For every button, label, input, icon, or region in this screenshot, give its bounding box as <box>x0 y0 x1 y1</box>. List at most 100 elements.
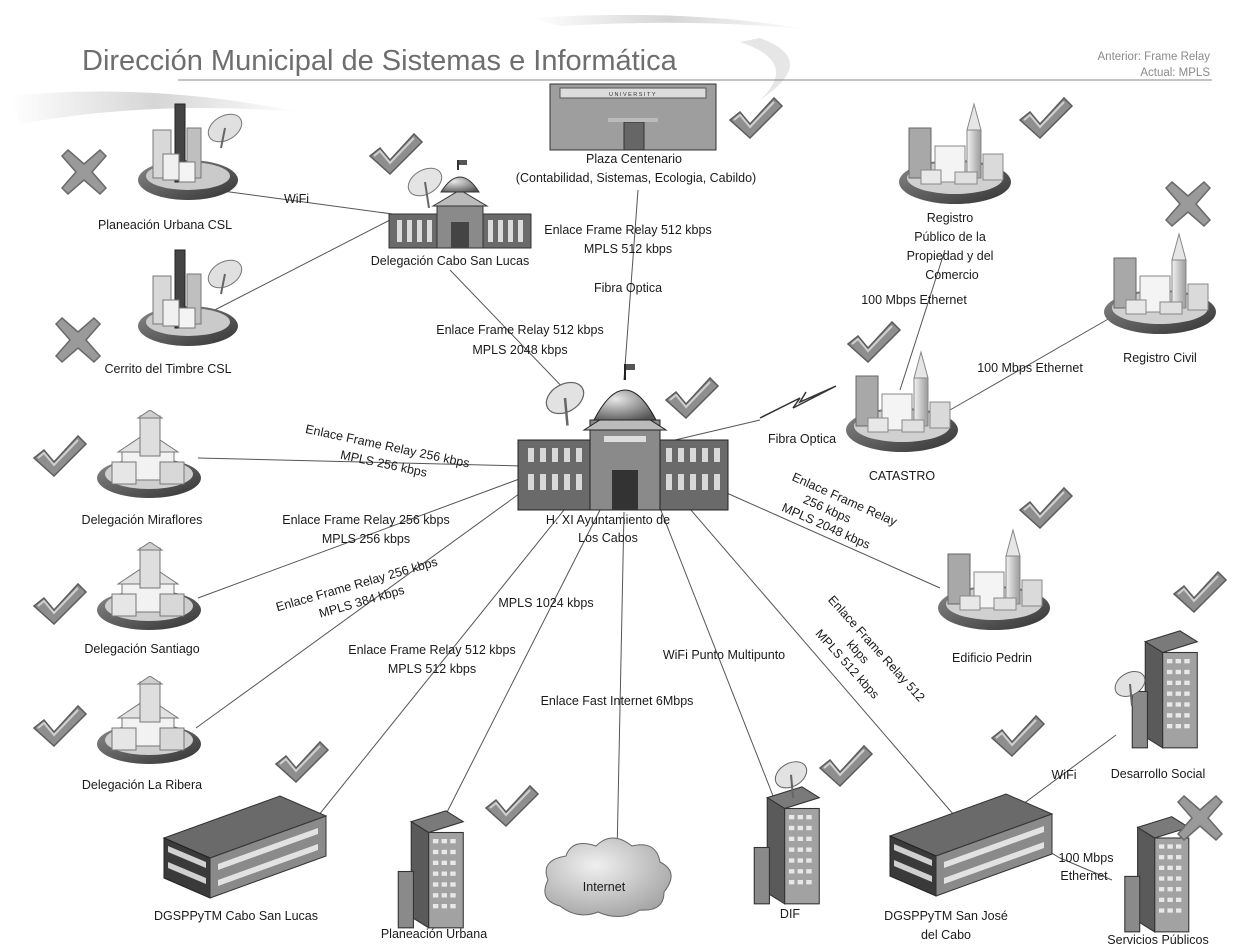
link-desarrollo <box>1014 734 1117 811</box>
node-edificio-pedrin[interactable]: Edificio Pedrin <box>937 487 1073 665</box>
link-plaza <box>623 189 639 381</box>
link-la-ribera <box>195 485 531 729</box>
node-plaza-centenario[interactable]: UNIVERSITY Plaza Centenario (Contabilida… <box>516 83 783 185</box>
pedrin-label: Edificio Pedrin <box>952 651 1032 665</box>
page-title: Dirección Municipal de Sistemas e Inform… <box>82 45 678 77</box>
church-icon <box>96 410 202 499</box>
hub-label-1: H. XI Ayuntamiento de <box>546 513 670 527</box>
dif-label: DIF <box>780 907 801 921</box>
label-eth-registro-publico: 100 Mbps Ethernet <box>861 293 967 307</box>
planeacion-label: Planeación Urbana <box>381 927 487 941</box>
university-banner: UNIVERSITY <box>609 92 657 98</box>
university-building-icon <box>549 83 717 151</box>
label-internet: Enlace Fast Internet 6Mbps <box>541 694 694 708</box>
node-registro-civil[interactable]: Registro Civil <box>1103 181 1217 365</box>
cross-icon <box>1177 795 1223 841</box>
internet-label: Internet <box>583 880 626 894</box>
skyscraper-icon <box>136 248 248 348</box>
label-csl-1: Enlace Frame Relay 512 kbps <box>436 323 603 337</box>
link-internet <box>616 511 625 856</box>
deleg-csl-label: Delegación Cabo San Lucas <box>371 254 529 268</box>
hub-label-2: Los Cabos <box>578 531 638 545</box>
label-dgsppytm-csl-1: Enlace Frame Relay 512 kbps <box>348 643 515 657</box>
node-delegacion-santiago[interactable]: Delegación Santiago <box>33 542 202 656</box>
lightning-icon <box>759 385 837 419</box>
dgsppytm-sjc-label-2: del Cabo <box>921 928 971 942</box>
towers-icon <box>1103 233 1217 335</box>
miraflores-label: Delegación Miraflores <box>82 513 203 527</box>
node-servicios-publicos[interactable]: Servicios Públicos <box>1107 795 1223 947</box>
link-registro-civil <box>949 317 1111 411</box>
check-icon <box>665 377 719 419</box>
link-dgsppytm-csl <box>309 504 569 827</box>
node-ayuntamiento-hub[interactable]: H. XI Ayuntamiento de Los Cabos <box>517 364 729 545</box>
cross-icon <box>55 317 101 363</box>
planeacion-csl-label: Planeación Urbana CSL <box>98 218 232 232</box>
label-wifi-desarrollo: WiFi <box>1052 768 1077 782</box>
check-icon <box>1173 571 1227 613</box>
node-planeacion-urbana[interactable]: Planeación Urbana <box>381 785 539 941</box>
node-planeacion-urbana-csl[interactable]: Planeación Urbana CSL <box>61 102 248 232</box>
towers-icon <box>937 529 1051 631</box>
plaza-label-2: (Contabilidad, Sistemas, Ecologia, Cabil… <box>516 171 756 185</box>
office-tower-icon <box>1131 630 1198 749</box>
label-santiago-2: MPLS 256 kbps <box>322 532 410 546</box>
node-cerrito-del-timbre[interactable]: Cerrito del Timbre CSL <box>55 248 248 376</box>
node-catastro[interactable]: CATASTRO <box>845 321 959 483</box>
node-dif[interactable]: DIF <box>753 745 873 921</box>
label-plaza-2: MPLS 512 kbps <box>584 242 672 256</box>
desarrollo-label: Desarrollo Social <box>1111 767 1205 781</box>
towers-icon <box>845 351 959 453</box>
office-building-icon <box>163 795 327 899</box>
legend-current: Actual: MPLS <box>1140 67 1210 79</box>
capitol-hub-icon <box>517 364 729 511</box>
node-dgsppytm-cabo-san-lucas[interactable]: DGSPPyTM Cabo San Lucas <box>154 741 329 923</box>
node-desarrollo-social[interactable]: Desarrollo Social <box>1110 571 1227 781</box>
label-plaza-3: Fibra Optica <box>594 281 662 295</box>
towers-icon <box>898 103 1012 205</box>
check-icon <box>1019 487 1073 529</box>
la-ribera-label: Delegación La Ribera <box>82 778 202 792</box>
label-eth-servicios-1: 100 Mbps <box>1059 851 1114 865</box>
link-pedrin <box>719 489 941 589</box>
church-icon <box>96 676 202 765</box>
check-icon <box>847 321 901 363</box>
node-delegacion-miraflores[interactable]: Delegación Miraflores <box>33 410 203 527</box>
registro-publico-line-2: Público de la <box>914 230 986 244</box>
check-icon <box>729 97 783 139</box>
office-tower-icon <box>397 810 464 929</box>
link-miraflores <box>197 457 523 467</box>
label-planeacion: MPLS 1024 kbps <box>498 596 593 610</box>
office-building-icon <box>889 793 1053 897</box>
dgsppytm-sjc-label-1: DGSPPyTM San José <box>884 909 1008 923</box>
cloud-icon <box>544 837 672 917</box>
node-delegacion-la-ribera[interactable]: Delegación La Ribera <box>33 676 202 792</box>
check-icon <box>1019 97 1073 139</box>
legend-previous: Anterior: Frame Relay <box>1098 51 1211 63</box>
node-internet[interactable]: Internet <box>544 837 672 917</box>
registro-civil-label: Registro Civil <box>1123 351 1197 365</box>
registro-publico-line-1: Registro <box>927 211 974 225</box>
dgsppytm-csl-label: DGSPPyTM Cabo San Lucas <box>154 909 318 923</box>
church-icon <box>96 542 202 631</box>
cross-icon <box>61 149 107 195</box>
label-santiago-1: Enlace Frame Relay 256 kbps <box>282 513 449 527</box>
label-fibra-catastro: Fibra Optica <box>768 432 836 446</box>
check-icon <box>275 741 329 783</box>
node-registro-publico[interactable]: Registro Público de la Propiedad y del C… <box>898 97 1073 282</box>
check-icon <box>819 745 873 787</box>
label-wifi-csl: WiFi <box>284 192 309 206</box>
capitol-icon <box>388 160 532 249</box>
node-dgsppytm-san-jose[interactable]: DGSPPyTM San José del Cabo <box>884 715 1053 942</box>
node-delegacion-cabo-san-lucas[interactable]: Delegación Cabo San Lucas <box>369 133 532 268</box>
label-dgsppytm-csl-2: MPLS 512 kbps <box>388 662 476 676</box>
office-tower-icon <box>753 786 820 905</box>
check-icon <box>33 435 87 477</box>
link-santiago <box>197 477 523 599</box>
dish-icon <box>540 378 590 427</box>
label-eth-registro-civil: 100 Mbps Ethernet <box>977 361 1083 375</box>
link-deleg-csl <box>449 269 571 396</box>
check-icon <box>991 715 1045 757</box>
servicios-label: Servicios Públicos <box>1107 933 1208 947</box>
